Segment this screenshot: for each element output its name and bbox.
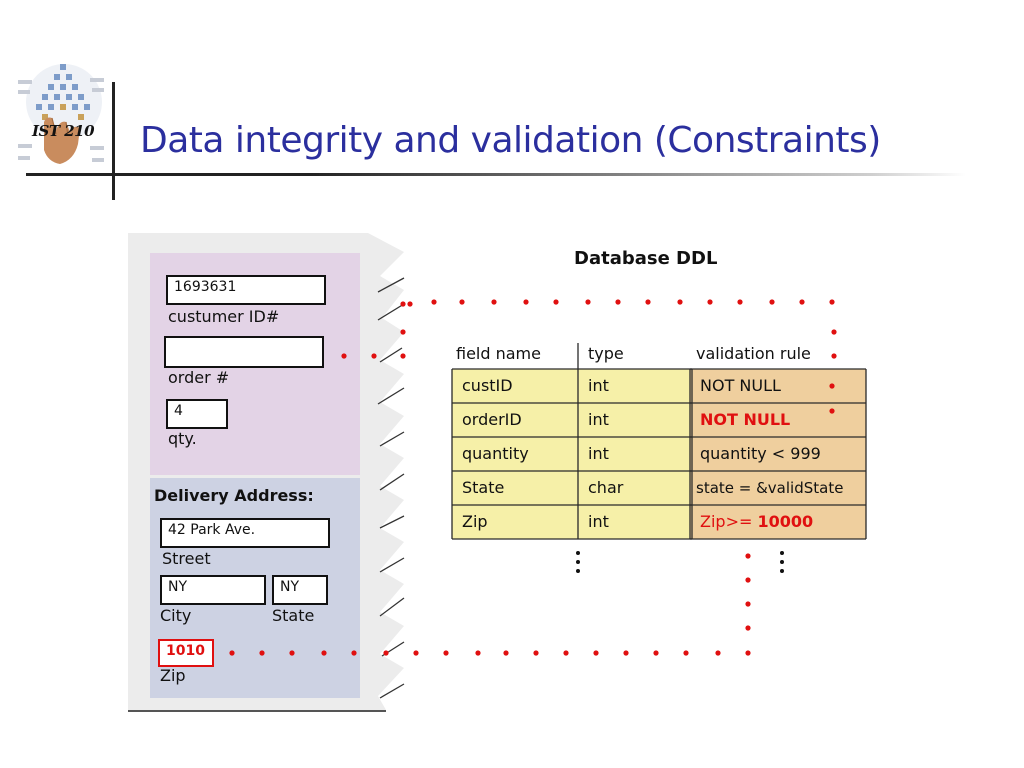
state-field[interactable]: NY	[272, 575, 328, 605]
table-cell-type: char	[588, 478, 624, 497]
validation-path-dots	[229, 299, 837, 656]
column-header-validation-rule: validation rule	[696, 344, 811, 363]
zip-rule-prefix: Zip>=	[700, 512, 758, 531]
zip-field[interactable]: 1010	[158, 639, 214, 667]
column-header-field-name: field name	[456, 344, 541, 363]
order-number-label: order #	[168, 368, 230, 387]
street-field[interactable]: 42 Park Ave.	[160, 518, 330, 548]
table-cell-rule: quantity < 999	[700, 444, 821, 463]
table-cell-rule: NOT NULL	[700, 376, 781, 395]
delivery-address-heading: Delivery Address:	[154, 486, 314, 505]
street-label: Street	[162, 549, 211, 568]
quantity-label: qty.	[168, 429, 197, 448]
header-horizontal-rule	[26, 173, 966, 176]
header-vertical-rule	[112, 82, 115, 200]
more-rows-ellipsis	[576, 551, 784, 573]
ddl-title: Database DDL	[574, 248, 718, 269]
table-cell-field: custID	[462, 376, 513, 395]
city-label: City	[160, 606, 192, 625]
table-cell-field: Zip	[462, 512, 488, 531]
zip-rule-value: 10000	[757, 512, 814, 531]
table-cell-type: int	[588, 410, 609, 429]
table-cell-field: quantity	[462, 444, 529, 463]
column-header-type: type	[588, 344, 624, 363]
course-logo	[16, 60, 106, 170]
table-cell-rule-violated: NOT NULL	[700, 410, 791, 429]
city-field[interactable]: NY	[160, 575, 266, 605]
course-code: IST 210	[32, 122, 95, 140]
constraints-diagram: 1693631 custumer ID# order # 4 qty. Deli…	[128, 228, 868, 718]
state-label: State	[272, 606, 315, 625]
zip-label: Zip	[160, 666, 186, 685]
order-number-field[interactable]	[164, 336, 324, 368]
table-cell-rule-violated: Zip>= 10000	[692, 505, 813, 539]
customer-id-label: custumer ID#	[168, 307, 280, 326]
quantity-field[interactable]: 4	[166, 399, 228, 429]
table-cell-type: int	[588, 376, 609, 395]
table-cell-type: int	[588, 444, 609, 463]
ddl-table	[451, 343, 867, 573]
table-cell-rule: state = &validState	[696, 479, 844, 497]
table-cell-field: State	[462, 478, 505, 497]
slide-title: Data integrity and validation (Constrain…	[140, 120, 881, 161]
table-cell-type: int	[588, 512, 609, 531]
table-cell-field: orderID	[462, 410, 522, 429]
customer-id-field[interactable]: 1693631	[166, 275, 326, 305]
